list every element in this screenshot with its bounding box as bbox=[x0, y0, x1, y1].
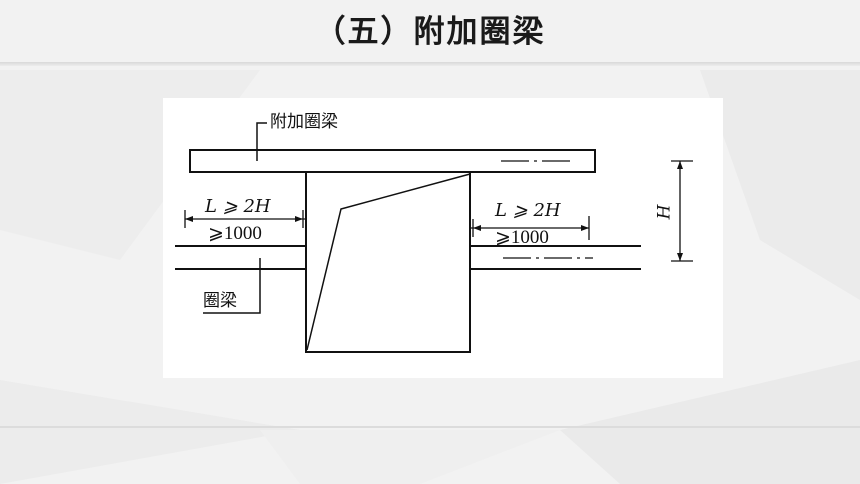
left-length-label: L ⩾ 2H bbox=[205, 196, 271, 217]
height-label: H bbox=[654, 204, 675, 220]
opening-diagonal bbox=[306, 173, 471, 351]
right-length-label: L ⩾ 2H bbox=[495, 200, 561, 221]
ring-beam-diagram: 附加圈梁 圈梁 L ⩾ 2H ⩾1000 L ⩾ 2H ⩾1000 H bbox=[163, 98, 723, 378]
wall-opening bbox=[305, 171, 471, 353]
additional-ring-beam-label: 附加圈梁 bbox=[270, 112, 338, 132]
ring-beam-label: 圈梁 bbox=[203, 291, 237, 311]
slide-title: （五）附加圈梁 bbox=[314, 14, 546, 50]
title-divider bbox=[0, 62, 860, 66]
ring-beam-leader bbox=[203, 258, 261, 314]
bottom-divider bbox=[0, 426, 860, 428]
diagram-drawing bbox=[175, 122, 693, 353]
left-min-label: ⩾1000 bbox=[208, 223, 262, 244]
right-min-label: ⩾1000 bbox=[495, 227, 549, 248]
additional-ring-beam-leader bbox=[256, 122, 267, 161]
